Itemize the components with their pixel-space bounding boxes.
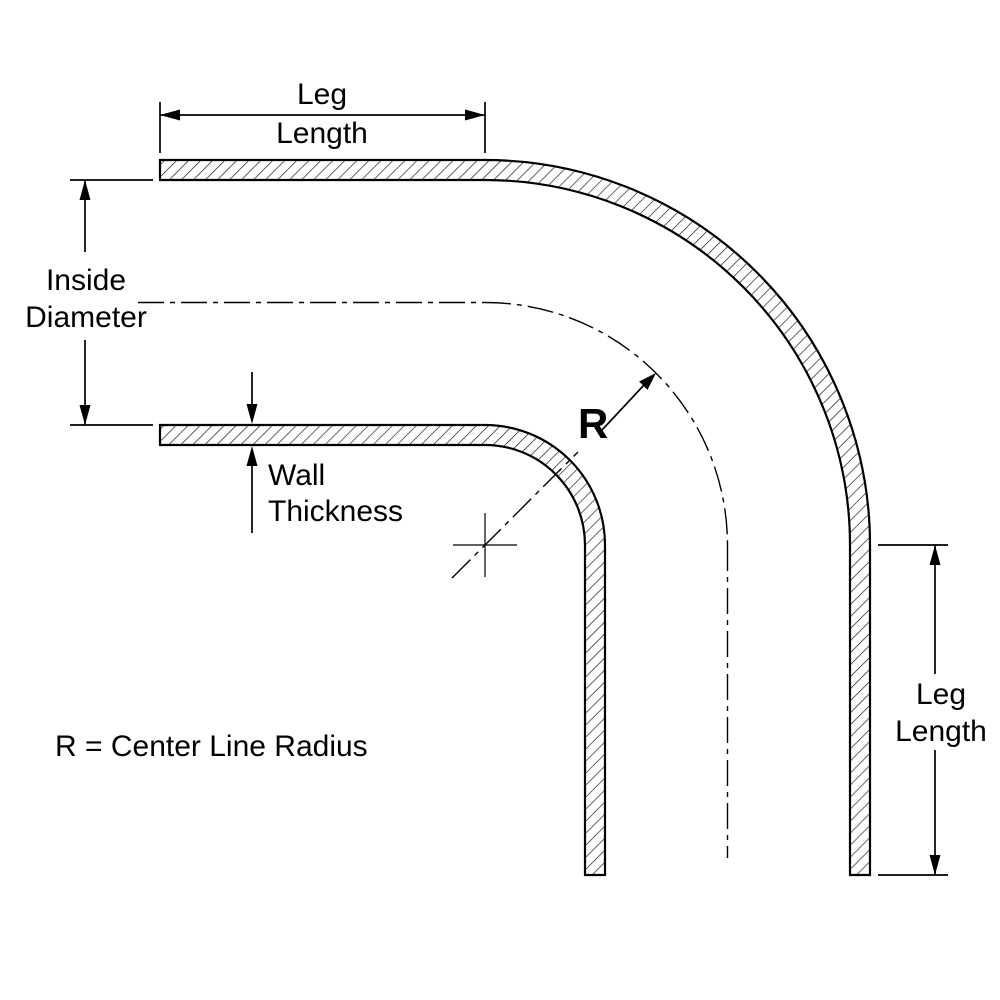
radius-diagonal-centerline xyxy=(451,451,579,579)
bend-center-cross xyxy=(453,513,517,577)
top-leg-length-label-line2: Length xyxy=(276,117,368,150)
radius-arrow-shaft xyxy=(601,384,645,431)
arrowhead-up xyxy=(246,446,258,466)
right-leg-length-label-line2: Length xyxy=(895,715,987,748)
arrowhead-down xyxy=(246,404,258,424)
right-leg-length-dimension: Leg Length xyxy=(878,544,987,876)
top-leg-length-label-line1: Leg xyxy=(297,78,347,111)
arrowhead-down xyxy=(929,855,941,875)
arrowhead-right xyxy=(465,109,485,121)
outer-wall-band xyxy=(158,158,872,877)
tube-walls xyxy=(158,158,872,877)
inside-diameter-dimension: Inside Diameter xyxy=(25,179,153,426)
bend-centerline-arc xyxy=(484,301,729,546)
arrowhead-up xyxy=(79,180,91,200)
wall-thickness-label-line2: Thickness xyxy=(268,495,403,528)
wall-thickness-label-line1: Wall xyxy=(268,459,325,492)
top-leg-length-dimension: Leg Length xyxy=(159,78,486,153)
radius-callout: R xyxy=(578,373,656,447)
radius-legend: R = Center Line Radius xyxy=(55,730,368,763)
inside-diameter-label-line1: Inside xyxy=(46,264,126,297)
arrowhead-up xyxy=(929,545,941,565)
radius-symbol: R xyxy=(578,400,608,447)
arrowhead-left xyxy=(160,109,180,121)
centerlines xyxy=(138,301,729,858)
arrowhead-radius xyxy=(639,373,656,390)
inside-diameter-label-line2: Diameter xyxy=(25,301,147,334)
arrowhead-down xyxy=(79,405,91,425)
right-leg-length-label-line1: Leg xyxy=(916,678,966,711)
wall-thickness-callout: Wall Thickness xyxy=(246,372,403,533)
